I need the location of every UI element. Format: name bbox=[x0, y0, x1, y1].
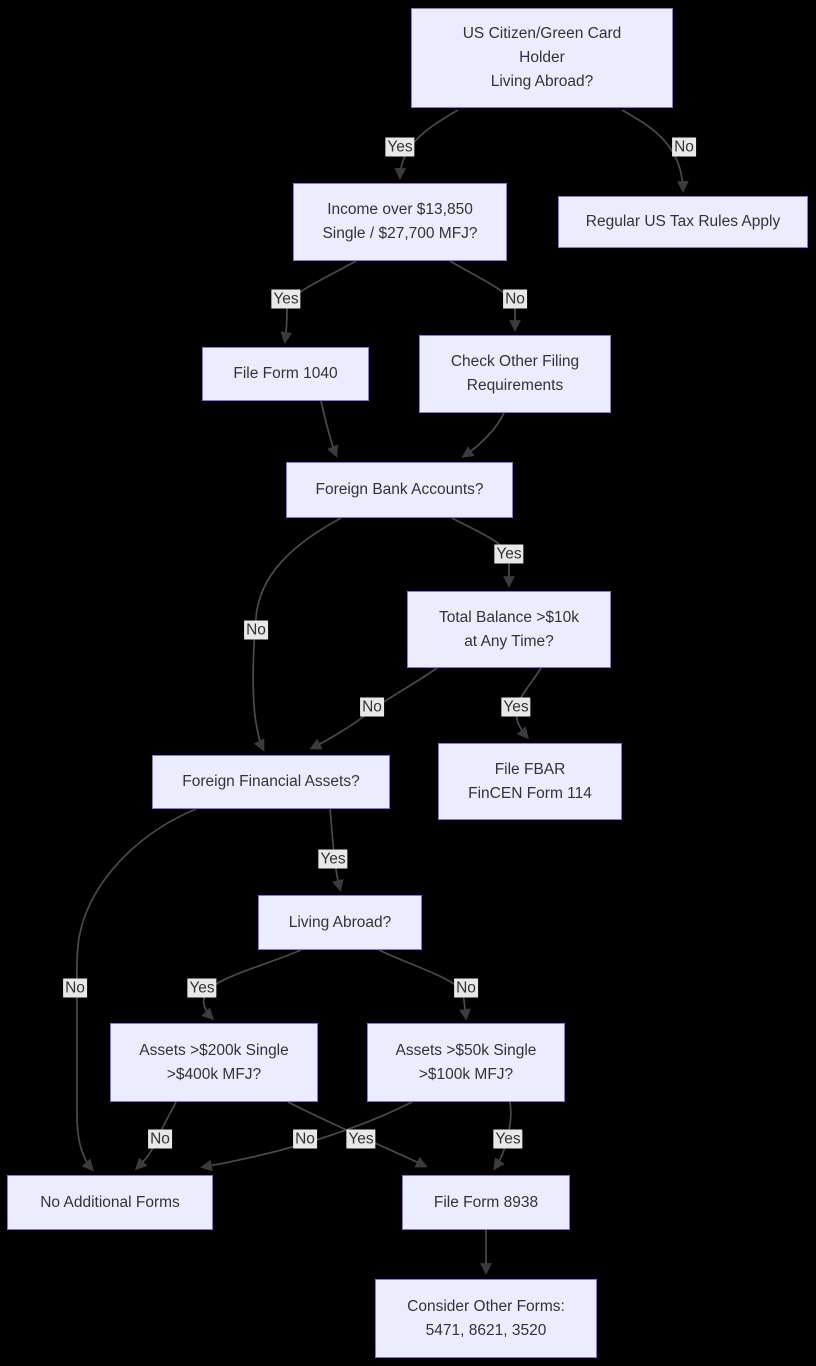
edge-1040-foreignbank bbox=[320, 400, 339, 458]
edge-start-no-regular bbox=[621, 109, 689, 193]
edge-label-start-yes: Yes bbox=[385, 137, 415, 157]
node-text: Check Other Filing bbox=[450, 353, 580, 370]
edge-label-income-no: No bbox=[503, 289, 527, 309]
node-text: Living Abroad? bbox=[288, 913, 392, 931]
node-text: File FBAR bbox=[494, 760, 566, 778]
node-text: File Form 8938 bbox=[433, 1193, 539, 1211]
node-text: >$100k MFJ? bbox=[418, 1065, 514, 1083]
node-text: Assets >$200k Single bbox=[139, 1041, 289, 1059]
node-file-form-8938: File Form 8938 bbox=[402, 1175, 570, 1230]
node-text: Consider Other Forms: bbox=[407, 1297, 565, 1315]
node-text: Foreign Bank Accounts? bbox=[315, 481, 484, 498]
node-text: Regular US Tax Rules Apply bbox=[585, 213, 781, 230]
node-no-additional-forms: No Additional Forms bbox=[7, 1175, 213, 1230]
node-text: >$400k MFJ? bbox=[166, 1065, 262, 1083]
edge-label-foreignbank-yes: Yes bbox=[494, 544, 524, 564]
edge-label-balance-yes: Yes bbox=[501, 697, 531, 717]
node-text: Single / $27,700 MFJ? bbox=[322, 225, 478, 242]
node-text: Holder bbox=[519, 49, 565, 66]
node-text: Assets >$50k Single bbox=[395, 1041, 537, 1059]
node-text: Living Abroad? bbox=[490, 73, 594, 90]
node-text: Foreign Financial Assets? bbox=[182, 773, 360, 790]
edge-ffa-no-noforms bbox=[75, 808, 197, 1172]
edge-abroad-no-assets50 bbox=[378, 949, 471, 1021]
node-living-abroad: Living Abroad? bbox=[258, 895, 422, 950]
node-regular-tax-rules: Regular US Tax Rules Apply bbox=[558, 196, 808, 248]
edge-label-abroad-yes: Yes bbox=[187, 978, 217, 998]
edge-label-assets50-yes: Yes bbox=[493, 1129, 523, 1149]
edge-otherfiling-foreignbank bbox=[461, 412, 505, 458]
node-income-threshold: Income over $13,850 Single / $27,700 MFJ… bbox=[293, 183, 507, 261]
node-check-other-filing: Check Other Filing Requirements bbox=[419, 335, 611, 413]
node-text: Requirements bbox=[466, 377, 564, 394]
node-text: File Form 1040 bbox=[233, 365, 338, 382]
edge-label-balance-no: No bbox=[360, 697, 384, 717]
edge-foreignbank-no-ffa bbox=[252, 517, 342, 752]
node-us-citizen-living-abroad: US Citizen/Green Card Holder Living Abro… bbox=[411, 8, 673, 108]
edge-label-ffa-yes: Yes bbox=[318, 849, 348, 869]
node-text: FinCEN Form 114 bbox=[468, 784, 592, 802]
node-file-fbar: File FBAR FinCEN Form 114 bbox=[438, 743, 622, 820]
node-text: US Citizen/Green Card bbox=[462, 25, 622, 42]
edge-abroad-yes-assets200 bbox=[201, 949, 302, 1021]
node-text: at Any Time? bbox=[464, 632, 554, 650]
edge-label-foreignbank-no: No bbox=[244, 620, 268, 640]
edge-label-start-no: No bbox=[672, 137, 696, 157]
node-assets-200k: Assets >$200k Single >$400k MFJ? bbox=[110, 1023, 318, 1102]
node-text: No Additional Forms bbox=[40, 1193, 180, 1211]
edge-label-ffa-no: No bbox=[63, 978, 87, 998]
edge-label-assets50-no: No bbox=[293, 1129, 317, 1149]
node-consider-other-forms: Consider Other Forms: 5471, 8621, 3520 bbox=[375, 1279, 597, 1358]
edge-label-income-yes: Yes bbox=[271, 289, 301, 309]
edge-label-assets200-yes: Yes bbox=[346, 1129, 376, 1149]
node-total-balance: Total Balance >$10k at Any Time? bbox=[407, 591, 611, 668]
node-text: 5471, 8621, 3520 bbox=[425, 1321, 547, 1339]
node-text: Total Balance >$10k bbox=[438, 608, 580, 626]
node-file-form-1040: File Form 1040 bbox=[202, 347, 369, 401]
node-foreign-financial-assets: Foreign Financial Assets? bbox=[152, 755, 390, 809]
node-text: Income over $13,850 bbox=[327, 201, 473, 218]
node-foreign-bank-accounts: Foreign Bank Accounts? bbox=[286, 462, 513, 518]
node-assets-50k: Assets >$50k Single >$100k MFJ? bbox=[367, 1023, 565, 1102]
edge-start-yes-income bbox=[394, 109, 459, 180]
edge-label-abroad-no: No bbox=[454, 978, 478, 998]
edge-label-assets200-no: No bbox=[148, 1129, 172, 1149]
